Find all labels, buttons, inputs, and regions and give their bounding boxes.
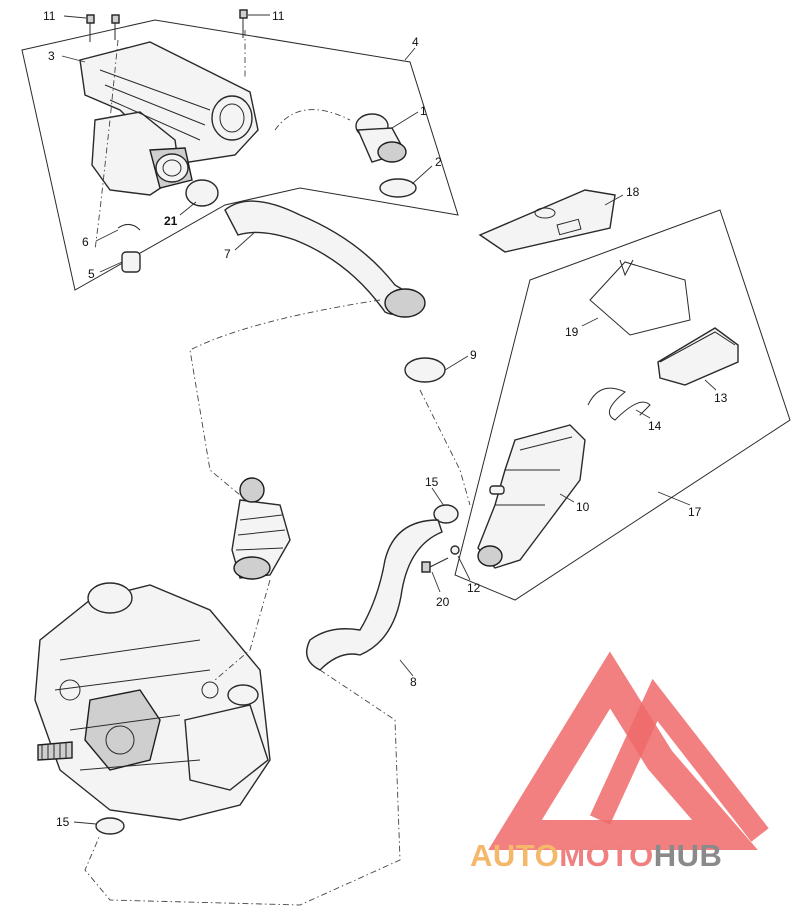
callout-14: 14 <box>648 419 662 433</box>
callout-19: 19 <box>565 325 579 339</box>
callout-11-right: 11 <box>272 9 285 23</box>
engine-block <box>34 582 271 821</box>
callout-6: 6 <box>82 235 89 249</box>
drain-cap-5 <box>121 251 141 273</box>
clamp-9 <box>404 357 446 383</box>
watermark-hub: HUB <box>653 838 723 873</box>
callout-4: 4 <box>412 35 419 49</box>
bolt-11-right <box>239 9 248 38</box>
callout-20: 20 <box>436 595 450 609</box>
callout-5: 5 <box>88 267 95 281</box>
callout-10: 10 <box>576 500 590 514</box>
callout-17: 17 <box>688 505 702 519</box>
callout-3: 3 <box>48 49 55 63</box>
group-4-outline <box>21 19 459 291</box>
callout-18: 18 <box>626 185 640 199</box>
clamp-15-upper <box>433 504 459 524</box>
airbox-housing <box>79 41 259 196</box>
callout-21: 21 <box>164 214 178 228</box>
watermark-logo-icon <box>488 651 769 850</box>
intake-coupler-1 <box>355 113 407 163</box>
callout-15-lower: 15 <box>56 815 70 829</box>
air-duct-10 <box>477 424 586 569</box>
leader-lines <box>61 14 717 825</box>
routing-line-c <box>274 109 351 131</box>
callout-2: 2 <box>435 155 442 169</box>
callout-7: 7 <box>224 247 231 261</box>
washer-12 <box>450 545 460 555</box>
watermark-auto: AUTO <box>470 838 560 873</box>
callout-11-left: 11 <box>43 9 56 23</box>
bolt-11-mid <box>111 14 120 40</box>
callout-15-upper: 15 <box>425 475 439 489</box>
filter-13 <box>657 327 739 386</box>
cover-18 <box>478 189 616 253</box>
group-17-outline <box>454 209 791 601</box>
screw-20 <box>421 557 449 573</box>
routing-line-d <box>189 299 381 496</box>
gasket-19 <box>589 261 691 336</box>
routing-line-g <box>84 669 401 906</box>
spring-14 <box>587 387 651 421</box>
callout-8: 8 <box>410 675 417 689</box>
callout-12: 12 <box>467 581 481 595</box>
clamp-2 <box>379 178 417 198</box>
callout-9: 9 <box>470 348 477 362</box>
clamp-21 <box>185 179 219 207</box>
routing-line-e <box>419 389 471 506</box>
callout-13: 13 <box>714 391 728 405</box>
hose-8 <box>306 519 443 671</box>
clip-6 <box>117 224 141 231</box>
bolt-11-left <box>86 14 95 42</box>
throttle-body <box>231 477 291 580</box>
clamp-15-lower <box>95 817 125 835</box>
watermark-moto: MOTO <box>559 838 654 873</box>
routing-line-b <box>94 39 119 251</box>
watermark-text: AUTOMOTOHUB <box>470 838 722 874</box>
routing-line-f <box>214 579 271 681</box>
callout-1: 1 <box>420 104 427 118</box>
